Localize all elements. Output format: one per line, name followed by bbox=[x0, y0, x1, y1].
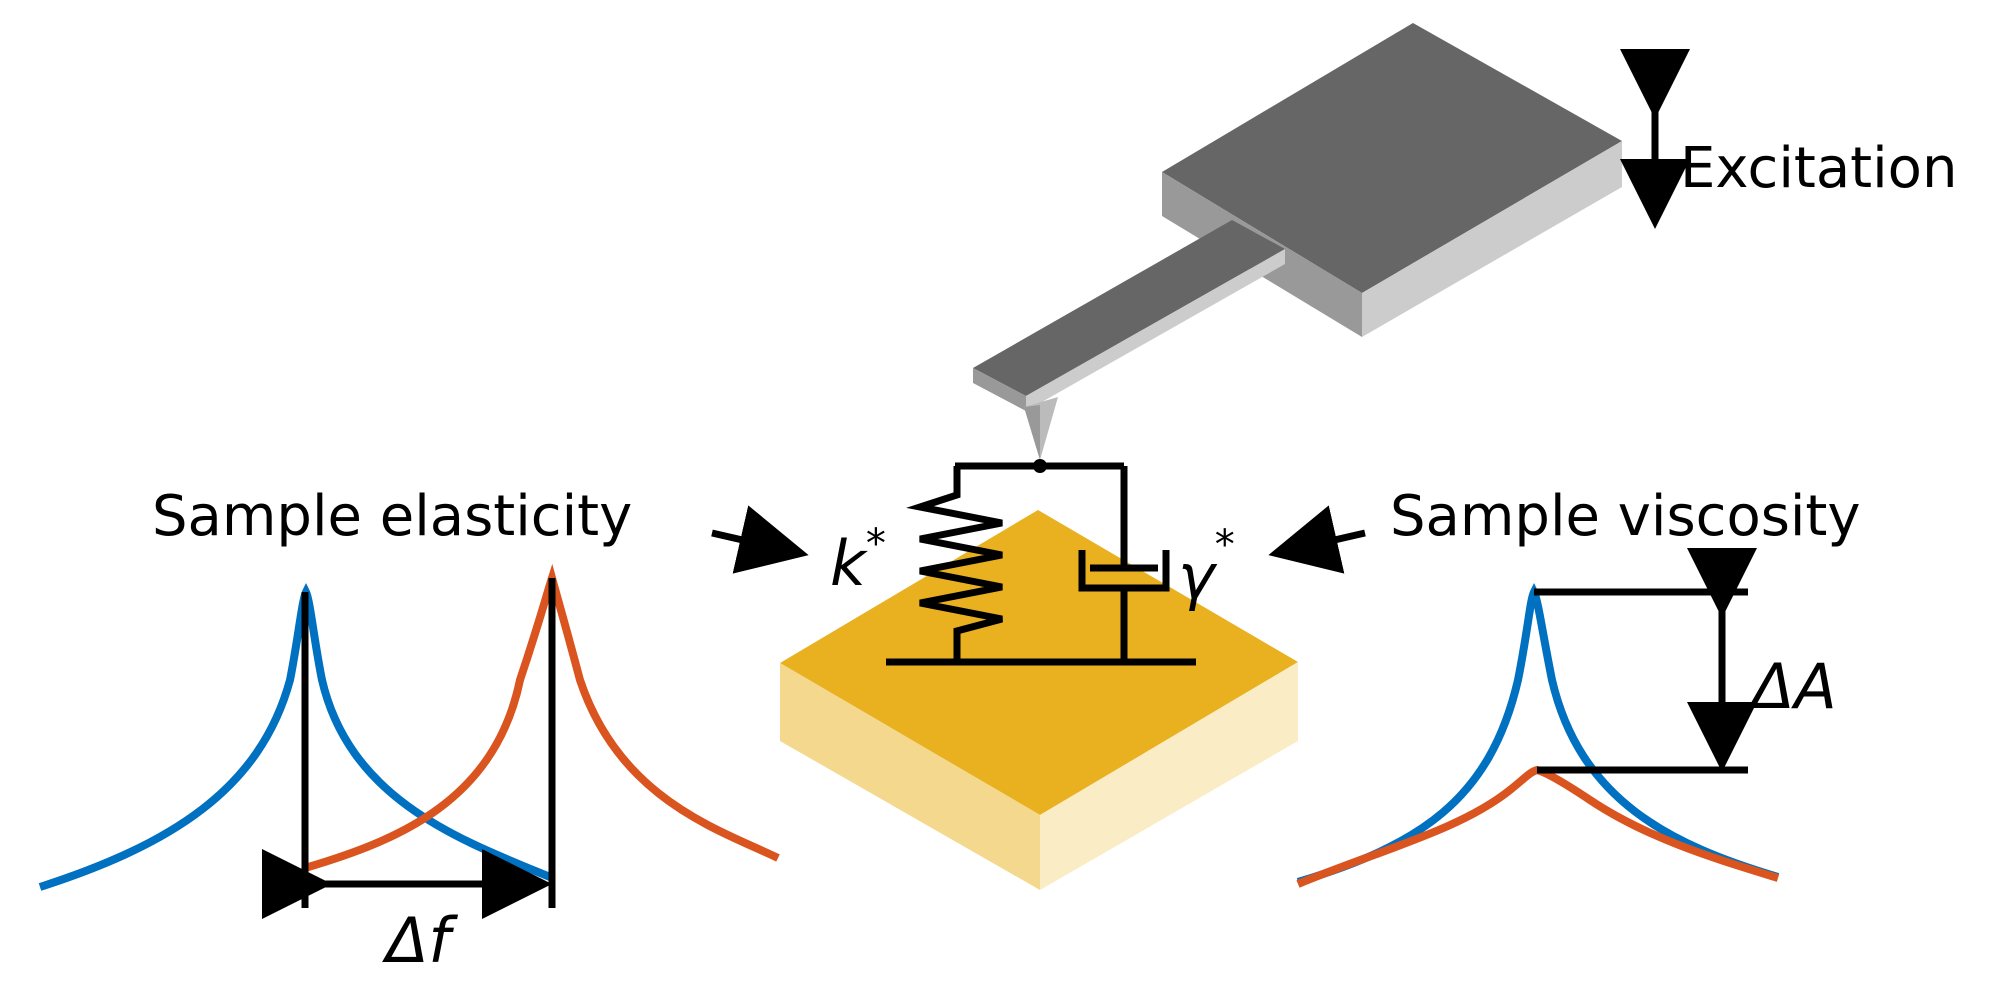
cantilever-chip-right-face bbox=[1362, 141, 1622, 337]
orange-damped-curve-right bbox=[1296, 765, 1780, 888]
sample-viscosity-label: Sample viscosity bbox=[1390, 484, 1861, 549]
cantilever-tip-shade bbox=[1024, 405, 1040, 460]
sample-elasticity-label: Sample elasticity bbox=[152, 484, 632, 549]
sample-left-face bbox=[780, 663, 1040, 890]
spring-symbol bbox=[906, 466, 1003, 662]
blue-resonance-curve-right bbox=[1296, 583, 1780, 886]
excitation-label: Excitation bbox=[1680, 136, 1957, 201]
delta-f-label: Δf bbox=[382, 904, 458, 977]
cantilever-chip-top bbox=[1162, 23, 1622, 293]
delta-a-label: ΔA bbox=[1748, 650, 1837, 723]
tip-contact-point bbox=[1033, 459, 1047, 473]
cantilever bbox=[973, 23, 1622, 460]
gamma-star-label: γ* bbox=[1178, 522, 1235, 613]
viscosity-pointer-arrow bbox=[1268, 505, 1366, 574]
cantilever-beam-right-face bbox=[1026, 249, 1285, 411]
elasticity-pointer-arrow bbox=[711, 505, 809, 574]
frequency-shift-plot: Δf bbox=[38, 563, 780, 977]
cantilever-beam-top bbox=[973, 220, 1285, 396]
orange-resonance-curve-left bbox=[303, 563, 780, 872]
k-star-label: k* bbox=[830, 521, 886, 600]
amplitude-change-plot: ΔA bbox=[1296, 548, 1837, 888]
sample-right-face bbox=[1040, 662, 1298, 890]
blue-resonance-curve-left bbox=[38, 583, 552, 891]
viscoelastic-model bbox=[886, 462, 1196, 666]
cantilever-beam-left-face bbox=[973, 368, 1026, 411]
